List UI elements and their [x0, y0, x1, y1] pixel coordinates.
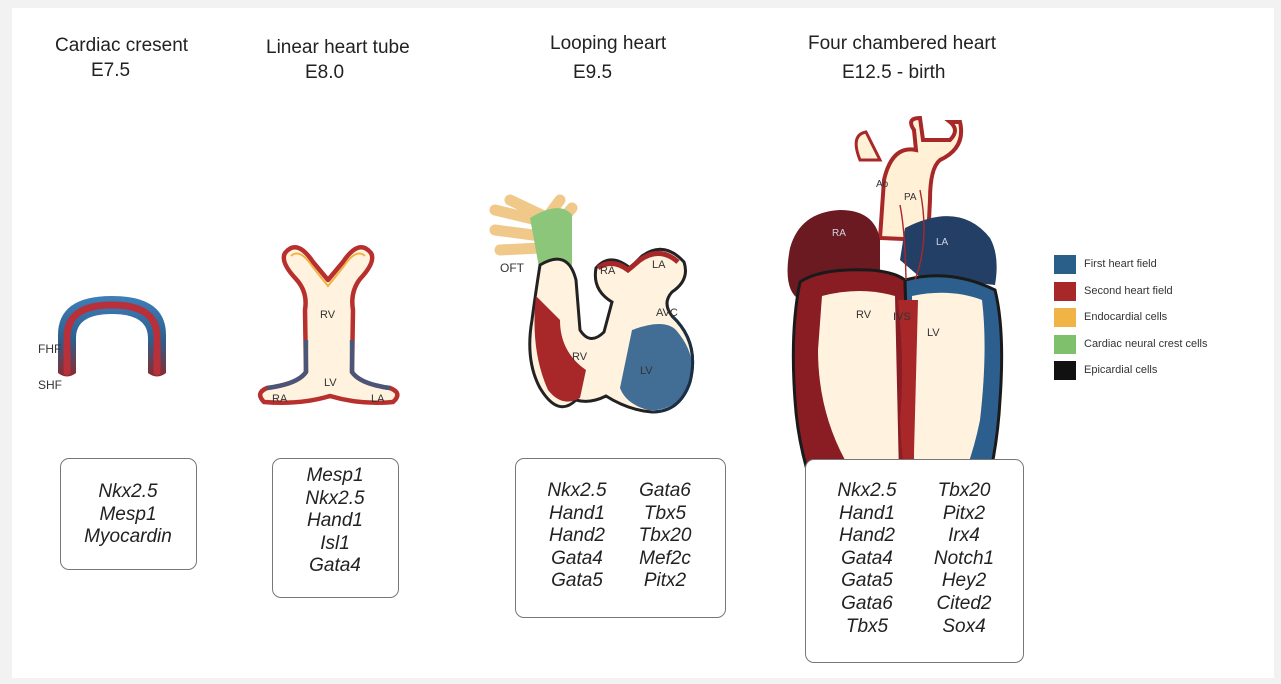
gene-list: Mesp1 Nkx2.5 Hand1 Isl1 Gata4 [273, 465, 397, 578]
label-oft: OFT [500, 261, 525, 275]
gene-name: Gata5 [532, 570, 622, 593]
label-lv: LV [640, 365, 653, 377]
gene-name: Nkx2.5 [820, 480, 914, 503]
gene-name: Irx4 [918, 525, 1010, 548]
label-pa: PA [904, 192, 917, 203]
label-rv: RV [856, 309, 872, 321]
gene-name: Nkx2.5 [532, 480, 622, 503]
legend-label: Endocardial cells [1084, 311, 1167, 323]
legend-label: Second heart field [1084, 285, 1173, 297]
vessel-branch [856, 132, 880, 160]
gene-name: Nkx2.5 [273, 488, 397, 511]
gene-name: Hand2 [820, 525, 914, 548]
label-fhf: FHF [38, 342, 61, 356]
gene-list-right: Gata6 Tbx5 Tbx20 Mef2c Pitx2 [622, 480, 708, 593]
gene-name: Notch1 [918, 548, 1010, 571]
gene-name: Gata6 [820, 593, 914, 616]
cardiac-crescent: FHF SHF [38, 296, 166, 392]
gene-name: Sox4 [918, 616, 1010, 639]
gene-name: Isl1 [273, 533, 397, 556]
gene-name: Hand1 [532, 503, 622, 526]
gene-name: Cited2 [918, 593, 1010, 616]
gene-name: Tbx5 [820, 616, 914, 639]
label-rv: RV [572, 351, 588, 363]
gene-name: Mesp1 [273, 465, 397, 488]
gene-name: Pitx2 [622, 570, 708, 593]
gene-name: Gata6 [622, 480, 708, 503]
label-lv: LV [927, 327, 940, 339]
gene-name: Hand1 [273, 510, 397, 533]
gene-box-stage-4: Nkx2.5 Hand1 Hand2 Gata4 Gata5 Gata6 Tbx… [805, 459, 1024, 663]
label-shf: SHF [38, 378, 62, 392]
legend-swatch [1054, 282, 1076, 301]
gene-name: Gata4 [820, 548, 914, 571]
label-ra: RA [832, 228, 846, 239]
label-la: LA [371, 393, 385, 405]
gene-name: Nkx2.5 [61, 481, 195, 504]
gene-name: Myocardin [61, 526, 195, 549]
gene-name: Gata5 [820, 570, 914, 593]
legend-swatch [1054, 335, 1076, 354]
gene-name: Tbx20 [918, 480, 1010, 503]
gene-list: Nkx2.5 Mesp1 Myocardin [61, 481, 195, 549]
legend-label: Epicardial cells [1084, 364, 1157, 376]
gene-box-stage-1: Nkx2.5 Mesp1 Myocardin [60, 458, 197, 570]
label-la: LA [936, 237, 949, 248]
gene-name: Hand2 [532, 525, 622, 548]
legend-swatch [1054, 255, 1076, 274]
label-ivs: IVS [893, 311, 911, 323]
gene-name: Gata4 [273, 555, 397, 578]
gene-name: Gata4 [532, 548, 622, 571]
linear-heart-tube: RV LV RA LA [260, 247, 397, 405]
gene-name: Mef2c [622, 548, 708, 571]
label-rv: RV [320, 309, 336, 321]
legend-label: Cardiac neural crest cells [1084, 338, 1208, 350]
gene-name: Tbx5 [622, 503, 708, 526]
gene-list-left: Nkx2.5 Hand1 Hand2 Gata4 Gata5 [532, 480, 622, 593]
gene-box-stage-2: Mesp1 Nkx2.5 Hand1 Isl1 Gata4 [272, 458, 399, 598]
legend-swatch [1054, 308, 1076, 327]
gene-name: Hand1 [820, 503, 914, 526]
label-avc: AVC [656, 307, 678, 319]
label-lv: LV [324, 377, 337, 389]
label-ra: RA [272, 393, 288, 405]
label-ao: Ao [876, 179, 889, 190]
label-ra: RA [600, 265, 616, 277]
gene-box-stage-3: Nkx2.5 Hand1 Hand2 Gata4 Gata5 Gata6 Tbx… [515, 458, 726, 618]
legend-label: First heart field [1084, 258, 1157, 270]
legend-swatch [1054, 361, 1076, 380]
looping-heart: OFT RA LA AVC RV LV [495, 200, 693, 412]
gene-name: Hey2 [918, 570, 1010, 593]
label-la: LA [652, 259, 666, 271]
gene-name: Tbx20 [622, 525, 708, 548]
gene-name: Mesp1 [61, 504, 195, 527]
gene-name: Pitx2 [918, 503, 1010, 526]
gene-list-right: Tbx20 Pitx2 Irx4 Notch1 Hey2 Cited2 Sox4 [918, 480, 1010, 638]
gene-list-left: Nkx2.5 Hand1 Hand2 Gata4 Gata5 Gata6 Tbx… [820, 480, 914, 638]
crescent-shf-band [67, 305, 157, 372]
